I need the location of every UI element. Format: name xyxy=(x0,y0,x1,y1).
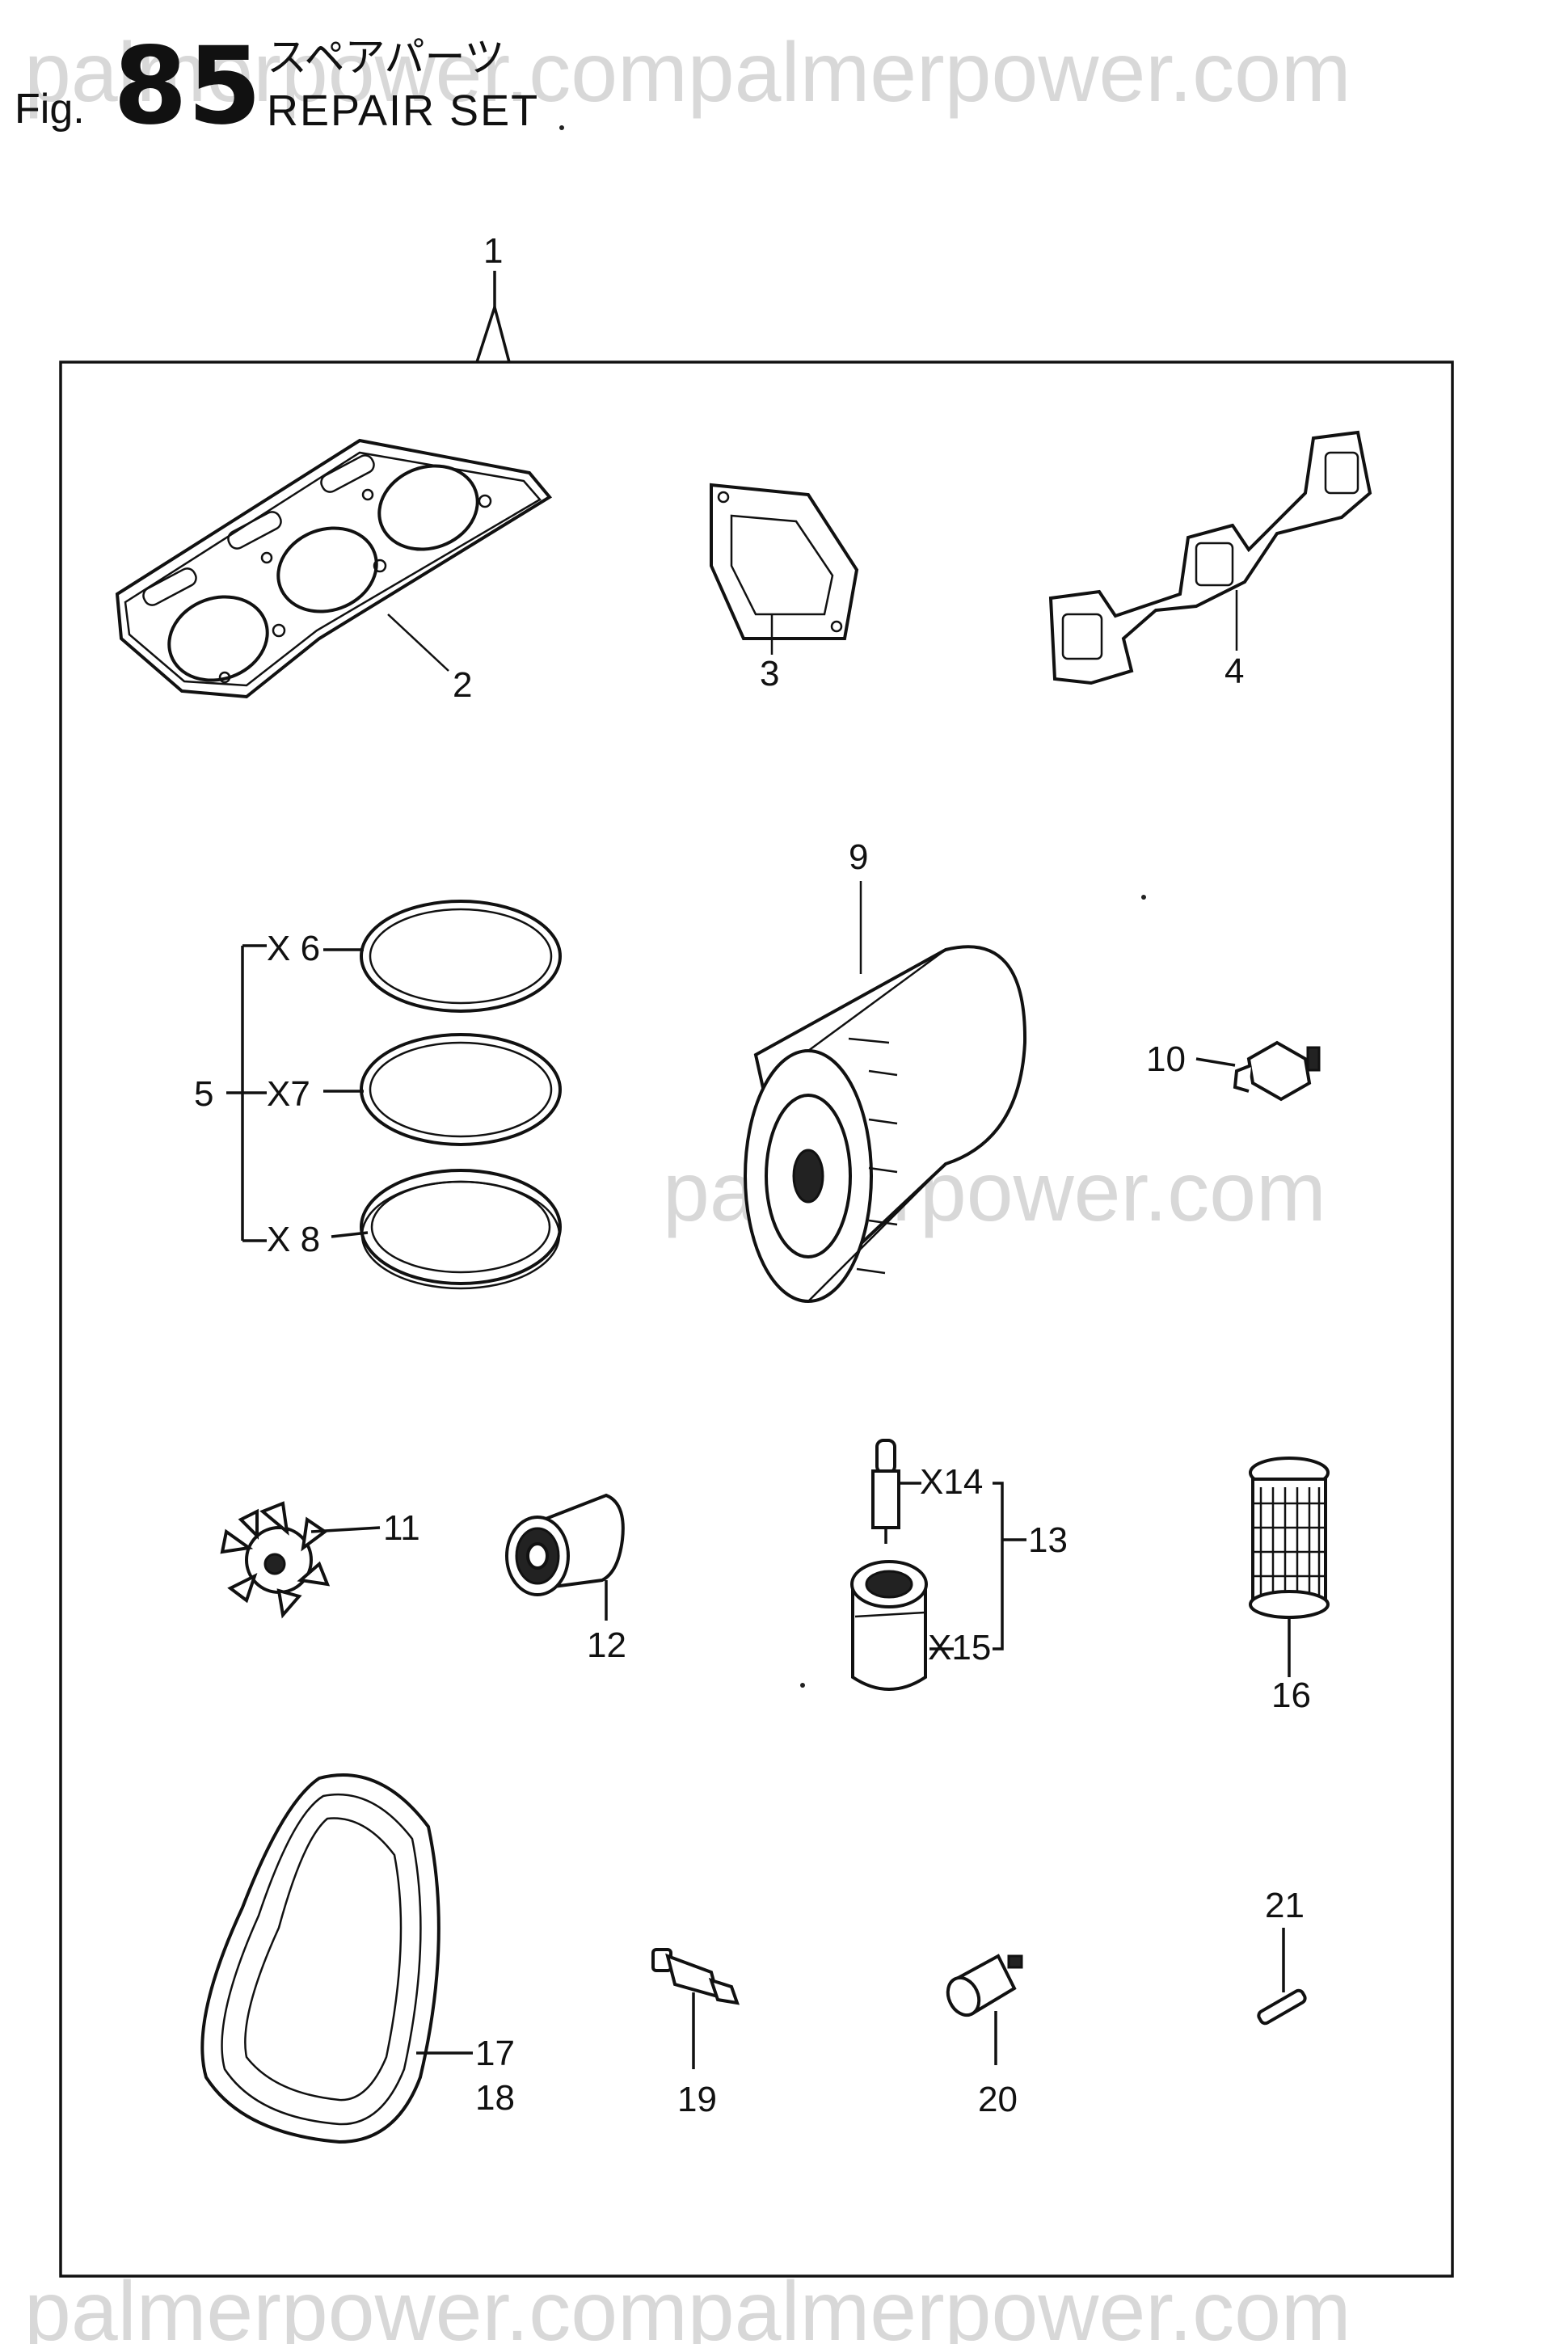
rectangular-gasket-icon xyxy=(710,483,859,655)
callout-14: X14 xyxy=(920,1462,983,1502)
repair-set-frame: 1 xyxy=(59,231,1454,2278)
pressure-switch-icon xyxy=(1195,1040,1321,1102)
oil-filter-icon xyxy=(744,881,1027,1303)
callout-10: 10 xyxy=(1146,1039,1186,1079)
callout-12: 12 xyxy=(587,1625,626,1665)
impeller-icon xyxy=(220,1501,381,1619)
injector-nozzle-icon xyxy=(850,1439,1026,1691)
callout-6: X 6 xyxy=(267,929,320,968)
callout-1: 1 xyxy=(483,231,503,271)
callout-4: 4 xyxy=(1224,651,1244,691)
head-gasket-icon xyxy=(115,438,553,699)
manifold-gasket-icon xyxy=(1048,430,1372,685)
title-japanese: スペアパーツ xyxy=(267,34,505,81)
callout-2: 2 xyxy=(453,665,472,705)
piston-ring-icon xyxy=(226,900,562,1290)
callout-15: X15 xyxy=(928,1628,991,1667)
callout-11: 11 xyxy=(383,1508,420,1548)
fuse-icon xyxy=(946,1954,1023,2065)
bushing-icon xyxy=(505,1493,625,1621)
title-english: REPAIR SET xyxy=(267,86,539,135)
callout-7: X7 xyxy=(267,1074,310,1114)
callout-21: 21 xyxy=(1265,1886,1305,1925)
callout-3: 3 xyxy=(760,654,779,694)
fig-number: 85 xyxy=(113,24,262,149)
fig-prefix: Fig. xyxy=(15,86,85,133)
callout-20: 20 xyxy=(978,2080,1018,2119)
watermark-bottom: palmerpower.compalmerpower.com xyxy=(24,2265,1351,2344)
callout-18: 18 xyxy=(475,2078,515,2118)
watermark-top: palmerpower.compalmerpower.com xyxy=(24,26,1351,120)
callout-16: 16 xyxy=(1271,1676,1311,1715)
callout-5: 5 xyxy=(194,1074,213,1114)
callout-13: 13 xyxy=(1028,1520,1068,1560)
fuel-filter-icon xyxy=(1249,1457,1330,1677)
callout-8: X 8 xyxy=(267,1220,320,1259)
callout-19: 19 xyxy=(677,2080,717,2119)
pin-icon xyxy=(1257,1928,1307,2026)
callout-9: 9 xyxy=(849,837,868,877)
figure-title: Fig. 85 スペアパーツ REPAIR SET xyxy=(15,24,539,149)
v-belt-icon xyxy=(200,1773,473,2144)
temperature-sender-icon xyxy=(651,1948,740,2069)
callout-17: 17 xyxy=(475,2034,515,2073)
